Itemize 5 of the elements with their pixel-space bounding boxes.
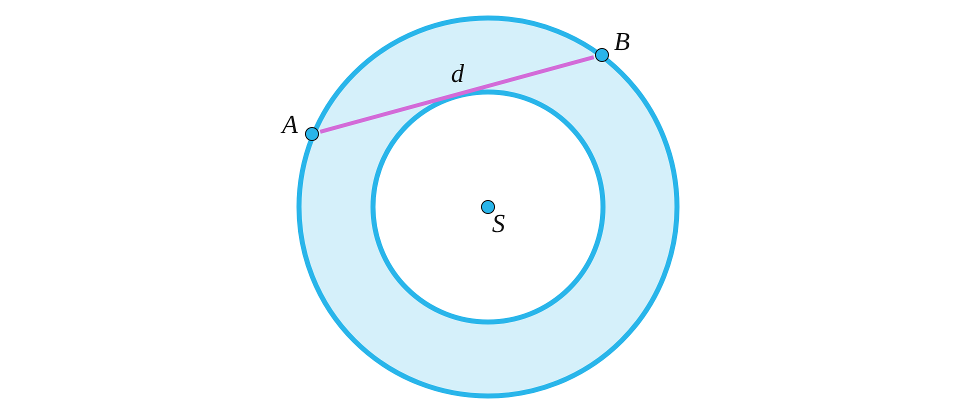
point-label: A bbox=[282, 112, 298, 138]
chord-line bbox=[320, 55, 594, 134]
point-label: S bbox=[492, 211, 505, 237]
point-label: B bbox=[614, 29, 630, 55]
edge-label: d bbox=[451, 61, 464, 87]
